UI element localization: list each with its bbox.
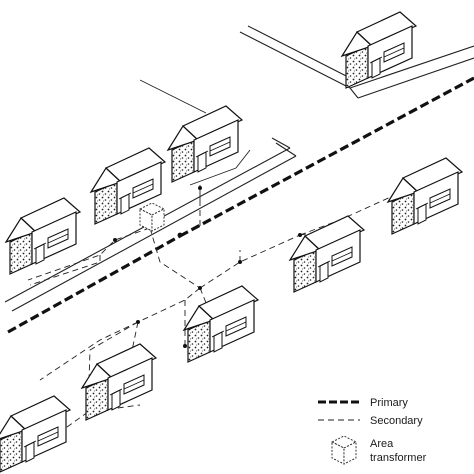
- area-transformer: [139, 202, 165, 232]
- house-row1-right: [167, 105, 243, 183]
- legend-primary-label: Primary: [370, 397, 408, 409]
- legend: Primary Secondary Area transformer: [318, 397, 427, 465]
- house-top-right: [341, 11, 417, 89]
- upper-side-lines: [139, 79, 251, 200]
- house-row2-right: [289, 215, 365, 293]
- legend-transformer-label-line2: transformer: [370, 452, 427, 464]
- road-upper: [239, 25, 474, 99]
- legend-secondary-label: Secondary: [370, 415, 423, 427]
- house-row2-left: [81, 343, 157, 421]
- legend-transformer-icon: [331, 435, 357, 465]
- house-row2-mid: [183, 285, 259, 363]
- house-row1-left: [5, 197, 81, 275]
- primary-line: [7, 76, 474, 334]
- house-row2-far-left: [0, 395, 71, 473]
- house-row2-far-right: [387, 157, 463, 235]
- legend-transformer-label-line1: Area: [370, 438, 394, 450]
